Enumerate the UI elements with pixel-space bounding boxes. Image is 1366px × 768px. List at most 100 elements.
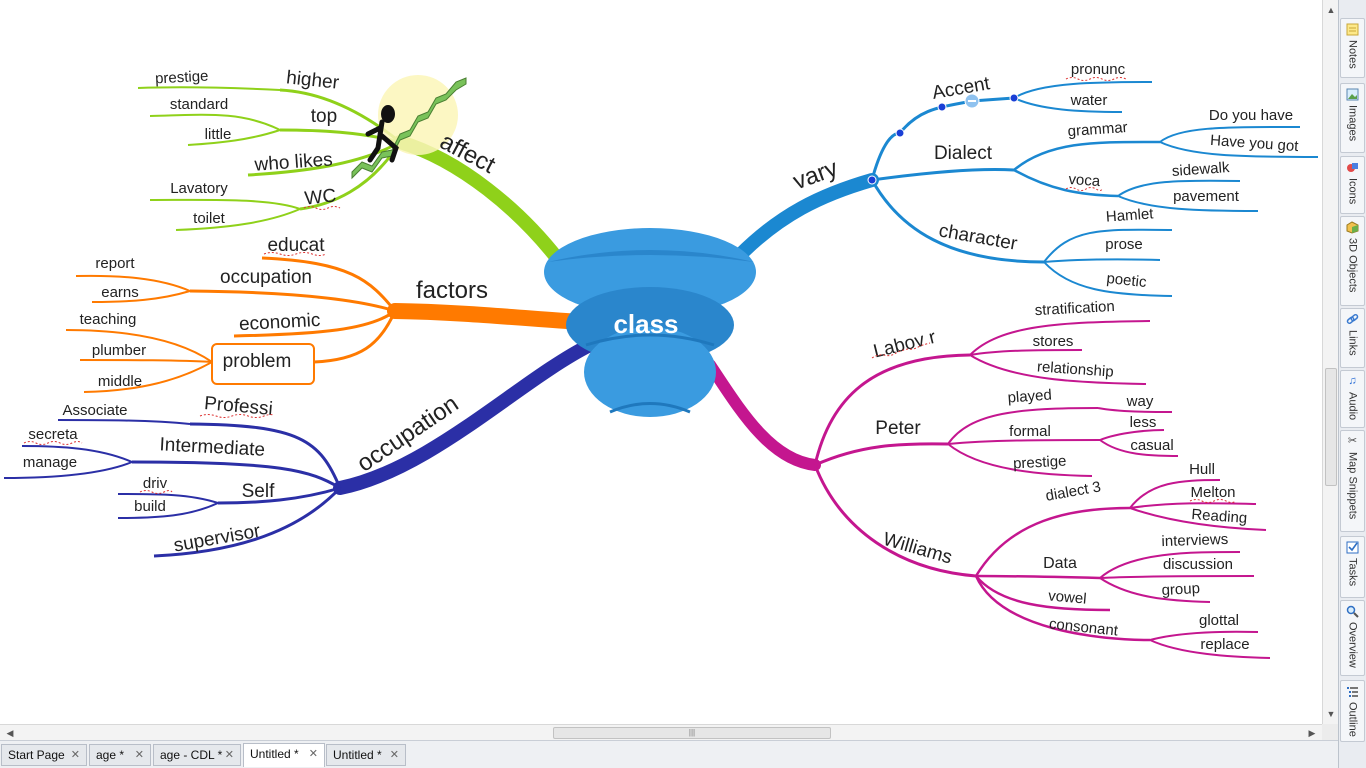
vary-mid-voca[interactable]: voca bbox=[1068, 171, 1101, 190]
doc-tab-age-cdl[interactable]: age - CDL * ✕ bbox=[153, 744, 241, 766]
tab-tasks[interactable]: Tasks bbox=[1340, 536, 1365, 598]
factors-leaf-middle[interactable]: middle bbox=[98, 373, 142, 390]
people-sub-peter[interactable]: Peter bbox=[875, 418, 921, 439]
branch-people[interactable]: Labov r Peter Williams played formal pre… bbox=[704, 298, 1271, 659]
factors-leaf-earns[interactable]: earns bbox=[101, 284, 139, 301]
central-topic[interactable]: class bbox=[544, 228, 756, 417]
occupation-sub-supervisor[interactable]: supervisor bbox=[172, 521, 263, 557]
people-mid-played[interactable]: played bbox=[1007, 386, 1052, 406]
vary-leaf-poetic[interactable]: poetic bbox=[1106, 270, 1148, 291]
people-leaf-discussion[interactable]: discussion bbox=[1163, 556, 1233, 573]
factors-leaf-plumber[interactable]: plumber bbox=[92, 342, 146, 359]
branch-vary[interactable]: vary Accent Dialect character grammar vo… bbox=[733, 61, 1319, 297]
doc-tab-age[interactable]: age * ✕ bbox=[89, 744, 151, 766]
tab-links[interactable]: Links bbox=[1340, 308, 1365, 368]
branch-affect[interactable]: affect higher top who likes WC prestige … bbox=[137, 67, 567, 269]
people-leaf-less[interactable]: less bbox=[1130, 414, 1157, 431]
close-icon[interactable]: ✕ bbox=[308, 748, 318, 760]
vary-sub-character[interactable]: character bbox=[937, 220, 1019, 255]
vary-leaf-hamlet[interactable]: Hamlet bbox=[1105, 205, 1154, 225]
scroll-right-arrow-icon[interactable]: ▶ bbox=[1308, 728, 1316, 738]
close-icon[interactable]: ✕ bbox=[70, 749, 80, 761]
affect-sub-who-likes[interactable]: who likes bbox=[253, 149, 333, 175]
affect-leaf-prestige[interactable]: prestige bbox=[155, 68, 209, 88]
collapse-accent-icon[interactable] bbox=[964, 93, 980, 109]
people-leaf-replace[interactable]: replace bbox=[1200, 636, 1249, 653]
people-mid-prestige[interactable]: prestige bbox=[1013, 453, 1067, 473]
people-leaf-relationship[interactable]: relationship bbox=[1036, 358, 1114, 380]
people-leaf-reading[interactable]: Reading bbox=[1191, 506, 1248, 527]
vary-leaf-water[interactable]: water bbox=[1070, 92, 1108, 109]
people-leaf-melton[interactable]: Melton bbox=[1190, 484, 1235, 501]
doc-tab-untitled[interactable]: Untitled * ✕ bbox=[326, 744, 406, 766]
affect-leaf-standard[interactable]: standard bbox=[170, 96, 228, 113]
people-mid-data[interactable]: Data bbox=[1043, 555, 1077, 572]
people-mid-consonant[interactable]: consonant bbox=[1048, 615, 1119, 639]
people-leaf-stratification[interactable]: stratification bbox=[1034, 298, 1115, 319]
people-leaf-casual[interactable]: casual bbox=[1130, 437, 1173, 454]
vertical-scroll-thumb[interactable] bbox=[1325, 368, 1337, 486]
tab-notes[interactable]: Notes bbox=[1340, 18, 1365, 78]
factors-sub-problem[interactable]: problem bbox=[223, 351, 292, 372]
affect-leaf-lavatory[interactable]: Lavatory bbox=[170, 180, 228, 197]
factors-sub-economic[interactable]: economic bbox=[239, 310, 321, 335]
people-mid-dialect-3[interactable]: dialect 3 bbox=[1044, 478, 1102, 504]
occupation-leaf-manage[interactable]: manage bbox=[23, 454, 77, 471]
affect-leaf-little[interactable]: little bbox=[205, 126, 232, 143]
people-leaf-way[interactable]: way bbox=[1126, 393, 1154, 410]
tab-3d-objects[interactable]: 3D Objects bbox=[1340, 216, 1365, 306]
people-leaf-glottal[interactable]: glottal bbox=[1199, 612, 1239, 629]
vertical-scrollbar[interactable]: ▲ ▼ bbox=[1322, 0, 1339, 724]
vary-leaf-have-you-got[interactable]: Have you got bbox=[1210, 132, 1300, 155]
vary-sub-dialect[interactable]: Dialect bbox=[934, 143, 993, 164]
scroll-up-arrow-icon[interactable]: ▲ bbox=[1326, 5, 1336, 15]
tab-images[interactable]: Images bbox=[1340, 83, 1365, 153]
people-leaf-group[interactable]: group bbox=[1161, 580, 1200, 599]
close-icon[interactable]: ✕ bbox=[224, 749, 234, 761]
affect-sub-top[interactable]: top bbox=[311, 106, 337, 127]
horizontal-scrollbar[interactable]: ◀ ||| ▶ bbox=[0, 724, 1322, 741]
tab-map-snippets[interactable]: ✂ Map Snippets bbox=[1340, 430, 1365, 532]
people-leaf-interviews[interactable]: interviews bbox=[1161, 531, 1228, 550]
vary-mid-grammar[interactable]: grammar bbox=[1067, 119, 1128, 140]
occupation-sub-self[interactable]: Self bbox=[242, 481, 275, 502]
tab-audio[interactable]: ♫ Audio bbox=[1340, 370, 1365, 428]
people-mid-formal[interactable]: formal bbox=[1009, 423, 1051, 440]
affect-leaf-toilet[interactable]: toilet bbox=[193, 210, 226, 227]
occupation-leaf-build[interactable]: build bbox=[134, 498, 166, 515]
scissors-icon: ✂ bbox=[1347, 435, 1358, 447]
tab-links-label: Links bbox=[1346, 330, 1359, 356]
mindmap-canvas[interactable]: affect higher top who likes WC prestige … bbox=[0, 0, 1322, 724]
factors-sub-occupation[interactable]: occupation bbox=[220, 267, 312, 288]
tab-outline[interactable]: Outline bbox=[1340, 680, 1365, 742]
factors-label[interactable]: factors bbox=[416, 277, 488, 304]
factors-leaf-teaching[interactable]: teaching bbox=[80, 311, 137, 328]
affect-sub-wc[interactable]: WC bbox=[304, 185, 338, 209]
vary-leaf-pavement[interactable]: pavement bbox=[1173, 188, 1240, 205]
factors-sub-educat[interactable]: educat bbox=[267, 235, 325, 256]
people-leaf-hull[interactable]: Hull bbox=[1189, 461, 1215, 478]
scroll-down-arrow-icon[interactable]: ▼ bbox=[1326, 709, 1336, 719]
scroll-left-arrow-icon[interactable]: ◀ bbox=[6, 728, 14, 738]
central-topic-label[interactable]: class bbox=[613, 309, 678, 339]
occupation-leaf-driv[interactable]: driv bbox=[143, 475, 168, 492]
people-leaf-stores[interactable]: stores bbox=[1033, 333, 1074, 350]
close-icon[interactable]: ✕ bbox=[389, 749, 399, 761]
vary-leaf-pronunc[interactable]: pronunc bbox=[1071, 61, 1126, 78]
doc-tab-start-page[interactable]: Start Page ✕ bbox=[1, 744, 87, 766]
occupation-leaf-associate[interactable]: Associate bbox=[62, 402, 127, 419]
tab-icons[interactable]: Icons bbox=[1340, 156, 1365, 214]
horizontal-scroll-thumb[interactable]: ||| bbox=[553, 727, 831, 739]
doc-tab-untitled-active[interactable]: Untitled * ✕ bbox=[243, 743, 325, 767]
occupation-sub-intermediate[interactable]: Intermediate bbox=[159, 434, 266, 460]
occupation-leaf-secreta[interactable]: secreta bbox=[28, 426, 78, 443]
problem-box[interactable] bbox=[211, 343, 315, 385]
branch-factors[interactable]: factors educat occupation economic probl… bbox=[65, 235, 588, 393]
vary-leaf-sidewalk[interactable]: sidewalk bbox=[1171, 159, 1230, 180]
people-mid-vowel[interactable]: vowel bbox=[1048, 587, 1088, 607]
vary-leaf-prose[interactable]: prose bbox=[1105, 236, 1143, 253]
tab-overview[interactable]: Overview bbox=[1340, 600, 1365, 676]
close-icon[interactable]: ✕ bbox=[134, 749, 144, 761]
vary-leaf-do-you-have[interactable]: Do you have bbox=[1209, 107, 1293, 124]
factors-leaf-report[interactable]: report bbox=[95, 255, 135, 272]
